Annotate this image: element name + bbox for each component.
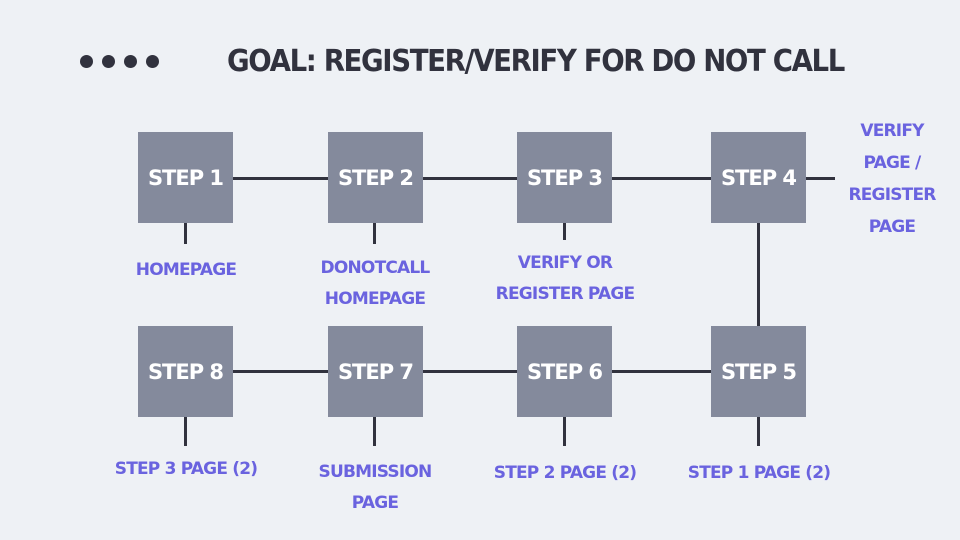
step-6-caption: STEP 2 PAGE (2) xyxy=(493,463,637,483)
connector-6-7 xyxy=(422,370,517,373)
step-3-box: STEP 3 xyxy=(517,132,612,223)
step-5-box: STEP 5 xyxy=(711,326,806,417)
tick-step-8 xyxy=(184,416,187,446)
step-4-box: STEP 4 xyxy=(711,132,806,223)
step-4-caption: VERIFY PAGE / REGISTER PAGE xyxy=(848,121,936,237)
step-8-caption: STEP 3 PAGE (2) xyxy=(114,459,258,479)
tick-step-6 xyxy=(563,416,566,446)
connector-4-5 xyxy=(757,222,760,326)
connector-2-3 xyxy=(422,177,517,180)
connector-7-8 xyxy=(232,370,328,373)
step-1-caption: HOMEPAGE xyxy=(135,260,237,280)
connector-4-caption xyxy=(805,177,835,180)
tick-step-7 xyxy=(373,416,376,446)
step-1-box: STEP 1 xyxy=(138,132,233,223)
step-2-caption: DONOTCALL HOMEPAGE xyxy=(320,258,431,309)
step-7-caption: SUBMISSION PAGE xyxy=(318,462,433,513)
connector-1-2 xyxy=(232,177,328,180)
step-8-box: STEP 8 xyxy=(138,326,233,417)
tick-step-1 xyxy=(184,222,187,244)
connector-3-4 xyxy=(611,177,711,180)
step-5-caption: STEP 1 PAGE (2) xyxy=(687,463,831,483)
step-7-box: STEP 7 xyxy=(328,326,423,417)
step-6-box: STEP 6 xyxy=(517,326,612,417)
connector-5-6 xyxy=(611,370,711,373)
step-3-caption: VERIFY OR REGISTER PAGE xyxy=(495,253,635,304)
tick-step-2 xyxy=(373,222,376,244)
tick-step-3 xyxy=(563,222,566,240)
menu-dots-icon xyxy=(80,55,159,68)
step-2-box: STEP 2 xyxy=(328,132,423,223)
page-title: GOAL: REGISTER/VERIFY FOR DO NOT CALL xyxy=(227,44,845,79)
tick-step-5 xyxy=(757,416,760,446)
